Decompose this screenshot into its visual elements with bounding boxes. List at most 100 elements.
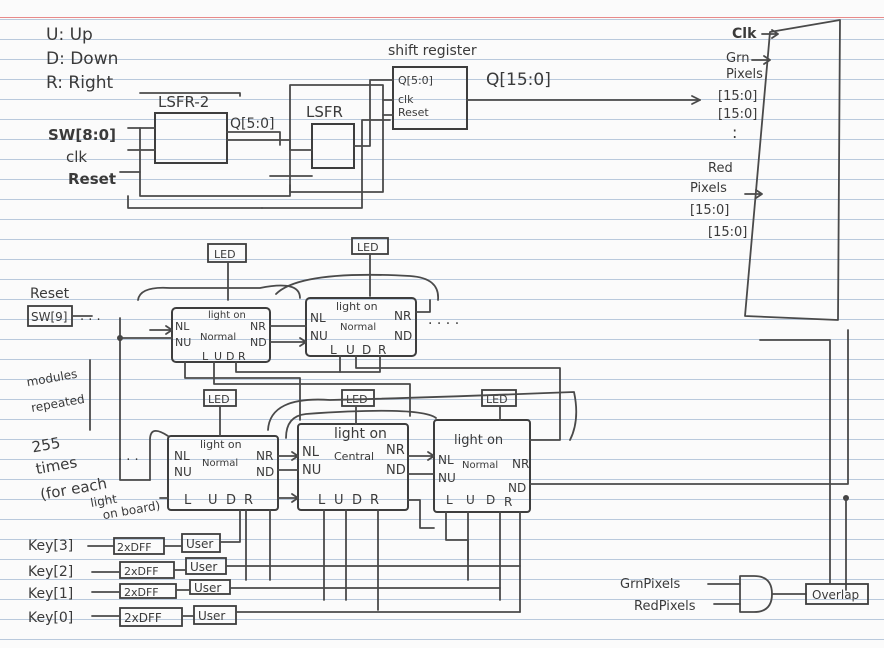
q-out-label: Q[15:0] bbox=[486, 70, 551, 90]
key0-user: User bbox=[198, 609, 225, 623]
reset-label-lower: Reset bbox=[30, 286, 70, 302]
svg-text:NR: NR bbox=[250, 320, 266, 333]
svg-text:LED: LED bbox=[208, 393, 230, 406]
key-row-3: Key[3] 2xDFF User bbox=[28, 509, 241, 555]
legend-down: D: Down bbox=[46, 49, 118, 69]
cell-lower-3: light on Normal NL NU NR ND L U D R bbox=[433, 419, 531, 513]
svg-text:light on: light on bbox=[336, 300, 378, 313]
note-line-4: times bbox=[34, 453, 78, 478]
key3-user: User bbox=[186, 537, 213, 551]
svg-text:NR: NR bbox=[394, 309, 411, 323]
display-grn-label: Grn bbox=[726, 51, 749, 66]
sw-input-label: SW[8:0] bbox=[48, 126, 116, 144]
overlap-section: GrnPixels RedPixels Overlap bbox=[620, 339, 869, 614]
red-pixels-label: RedPixels bbox=[634, 599, 696, 614]
svg-text:light on: light on bbox=[200, 438, 242, 451]
svg-text:ND: ND bbox=[256, 465, 274, 479]
key2-dff: 2xDFF bbox=[124, 565, 159, 578]
display-dots: : bbox=[732, 123, 737, 142]
q-small-label: Q[5:0] bbox=[230, 116, 274, 132]
note-line-2: repeated bbox=[30, 392, 86, 415]
led-upper-2: LED bbox=[351, 237, 389, 297]
svg-text:Central: Central bbox=[334, 450, 374, 463]
svg-text:ND: ND bbox=[394, 329, 412, 343]
display-red-label: Red bbox=[708, 161, 733, 176]
key1-dff: 2xDFF bbox=[124, 586, 159, 599]
cell-lower-2: light on Central NL NU NR ND L U D R bbox=[297, 423, 409, 511]
lsfr2-label: LSFR-2 bbox=[158, 93, 209, 111]
display-pixels-label-1: Pixels bbox=[726, 67, 763, 82]
svg-text:NL: NL bbox=[310, 311, 326, 325]
upper-ellipsis: . . . . bbox=[428, 312, 459, 328]
svg-text:NR: NR bbox=[386, 443, 405, 458]
svg-text:NL: NL bbox=[438, 453, 454, 467]
svg-text:NL: NL bbox=[174, 449, 190, 463]
display-grn-range-2: [15:0] bbox=[718, 107, 757, 122]
cell-upper-1: light on Normal NL NU NR ND L U D R bbox=[171, 307, 271, 363]
and-gate bbox=[739, 575, 773, 613]
display-red-range-1: [15:0] bbox=[690, 203, 729, 218]
svg-text:light on: light on bbox=[208, 310, 246, 321]
svg-text:NU: NU bbox=[174, 465, 192, 479]
lsfr-outer bbox=[289, 84, 384, 193]
overlap-box bbox=[805, 583, 869, 605]
left-notes: Reset SW[9] . . . modules repeated 255 t… bbox=[25, 286, 161, 522]
shift-q-label: Q[5:0] bbox=[398, 74, 433, 87]
svg-text:R: R bbox=[504, 495, 512, 509]
display-panel: Clk Grn Pixels [15:0] [15:0] : Red Pixel… bbox=[690, 19, 841, 321]
lsfr2-outer-top bbox=[139, 92, 241, 97]
svg-text:ND: ND bbox=[386, 463, 406, 478]
overlap-label: Overlap bbox=[812, 588, 859, 602]
key1-user: User bbox=[194, 581, 221, 595]
key-row-2: Key[2] 2xDFF User bbox=[28, 557, 521, 580]
key1-label: Key[1] bbox=[28, 586, 73, 602]
svg-text:U: U bbox=[208, 493, 218, 508]
svg-text:R: R bbox=[378, 343, 386, 357]
svg-text:U: U bbox=[346, 343, 355, 357]
svg-text:LED: LED bbox=[486, 393, 508, 406]
svg-text:Normal: Normal bbox=[202, 458, 238, 469]
svg-text:D: D bbox=[352, 493, 362, 508]
svg-text:U: U bbox=[466, 493, 475, 507]
lsfr-box bbox=[311, 123, 355, 169]
shift-register-box bbox=[392, 66, 468, 130]
clk-input-label: clk bbox=[66, 148, 87, 166]
key-row-0: Key[0] 2xDFF User bbox=[28, 605, 521, 627]
svg-text:L: L bbox=[202, 350, 209, 363]
shift-clk-label: clk bbox=[398, 93, 414, 106]
grn-pixels-label: GrnPixels bbox=[620, 577, 680, 592]
lower-ellipsis: . . . bbox=[118, 449, 139, 464]
cell-upper-2: light on Normal NL NU NR ND L U D R bbox=[305, 297, 417, 357]
svg-text:D: D bbox=[486, 493, 495, 507]
svg-text:NU: NU bbox=[438, 471, 456, 485]
repeat-note: modules repeated 255 times (for each lig… bbox=[25, 367, 161, 522]
legend-up: U: Up bbox=[46, 25, 93, 45]
key2-label: Key[2] bbox=[28, 564, 73, 580]
cell-interconnect bbox=[119, 273, 849, 591]
svg-text:Normal: Normal bbox=[340, 322, 376, 333]
key2-user: User bbox=[190, 560, 217, 574]
svg-text:L: L bbox=[330, 343, 337, 357]
lsfr2-box bbox=[154, 112, 228, 164]
shift-register-title: shift register bbox=[388, 43, 477, 59]
svg-text:NL: NL bbox=[302, 445, 320, 460]
svg-text:L: L bbox=[184, 493, 192, 508]
note-line-6: light bbox=[89, 492, 118, 510]
svg-text:light on: light on bbox=[334, 426, 387, 442]
svg-text:Normal: Normal bbox=[200, 332, 236, 343]
svg-text:LED: LED bbox=[357, 241, 379, 254]
svg-text:R: R bbox=[238, 350, 246, 363]
svg-text:D: D bbox=[226, 493, 236, 508]
shift-reset-label: Reset bbox=[398, 106, 429, 119]
display-pixels-label-2: Pixels bbox=[690, 181, 727, 196]
svg-text:NU: NU bbox=[310, 329, 328, 343]
svg-text:D: D bbox=[362, 343, 371, 357]
display-outline bbox=[744, 19, 841, 321]
svg-text:R: R bbox=[370, 493, 379, 508]
reset-input-label: Reset bbox=[68, 170, 116, 188]
svg-text:Normal: Normal bbox=[462, 460, 498, 471]
svg-text:R: R bbox=[244, 493, 253, 508]
lfsr-section: SW[8:0] clk Reset LSFR-2 LSFR Q[5:0] shi… bbox=[48, 43, 701, 209]
